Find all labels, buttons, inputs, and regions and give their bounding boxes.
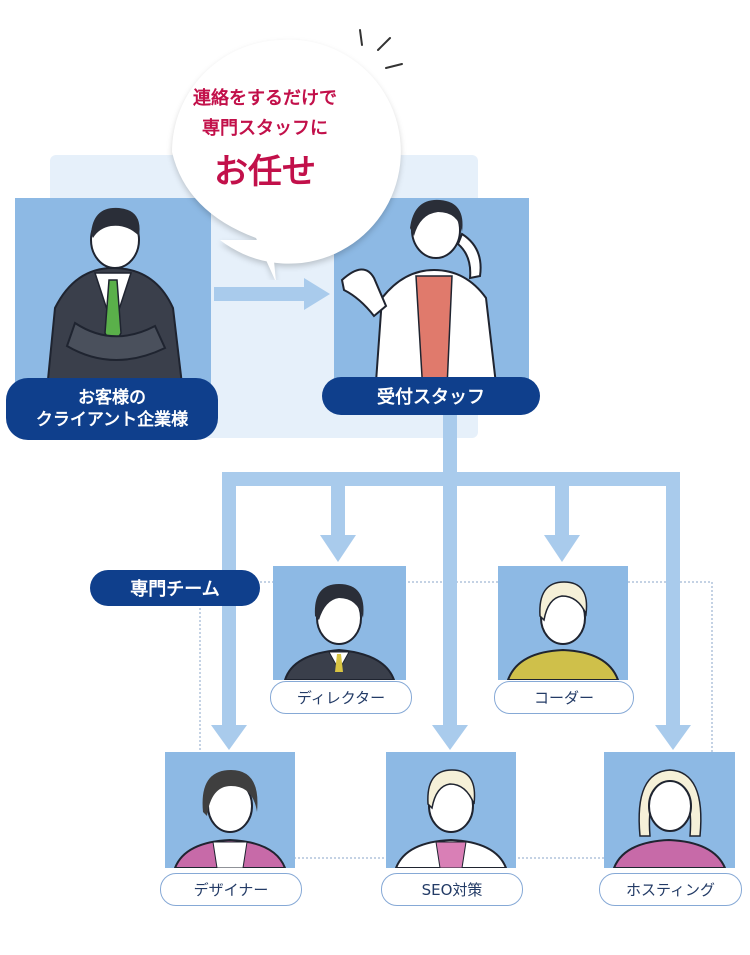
seo-tag: SEO対策 bbox=[381, 873, 523, 906]
bubble-line3: お任せ bbox=[214, 152, 316, 192]
reception-photo bbox=[334, 198, 529, 410]
coder-tag: コーダー bbox=[494, 681, 634, 714]
seo-photo bbox=[386, 752, 516, 868]
client-label: お客様の クライアント企業様 bbox=[6, 378, 218, 440]
coder-photo bbox=[498, 566, 628, 680]
arrow-client-to-reception-shaft bbox=[214, 287, 306, 301]
businessman-illustration bbox=[43, 207, 187, 410]
director-photo bbox=[273, 566, 406, 680]
designer-tag: デザイナー bbox=[160, 873, 302, 906]
receptionist-illustration bbox=[340, 199, 501, 410]
arrowhead-hosting bbox=[655, 725, 691, 750]
trunk-line bbox=[443, 412, 457, 730]
reception-label: 受付スタッフ bbox=[322, 377, 540, 415]
branch-bar bbox=[222, 472, 680, 486]
branch-coder bbox=[555, 472, 569, 538]
speech-bubble-shape bbox=[172, 29, 403, 280]
client-photo bbox=[15, 198, 211, 410]
bubble-line2: 専門スタッフに bbox=[202, 118, 328, 139]
branch-director bbox=[331, 472, 345, 538]
branch-hosting bbox=[666, 472, 680, 730]
hosting-photo bbox=[604, 752, 735, 868]
arrow-client-to-reception-head bbox=[304, 278, 330, 310]
bubble-line1: 連絡をするだけで bbox=[193, 88, 337, 109]
arrowhead-seo bbox=[432, 725, 468, 750]
director-tag: ディレクター bbox=[270, 681, 412, 714]
hosting-tag: ホスティング bbox=[599, 873, 742, 906]
arrowhead-director bbox=[320, 535, 356, 562]
arrowhead-coder bbox=[544, 535, 580, 562]
arrowhead-designer bbox=[211, 725, 247, 750]
client-label-line1: お客様の bbox=[78, 388, 146, 408]
client-label-line2: クライアント企業様 bbox=[35, 410, 189, 430]
designer-photo bbox=[165, 752, 295, 868]
team-label: 専門チーム bbox=[90, 570, 260, 606]
